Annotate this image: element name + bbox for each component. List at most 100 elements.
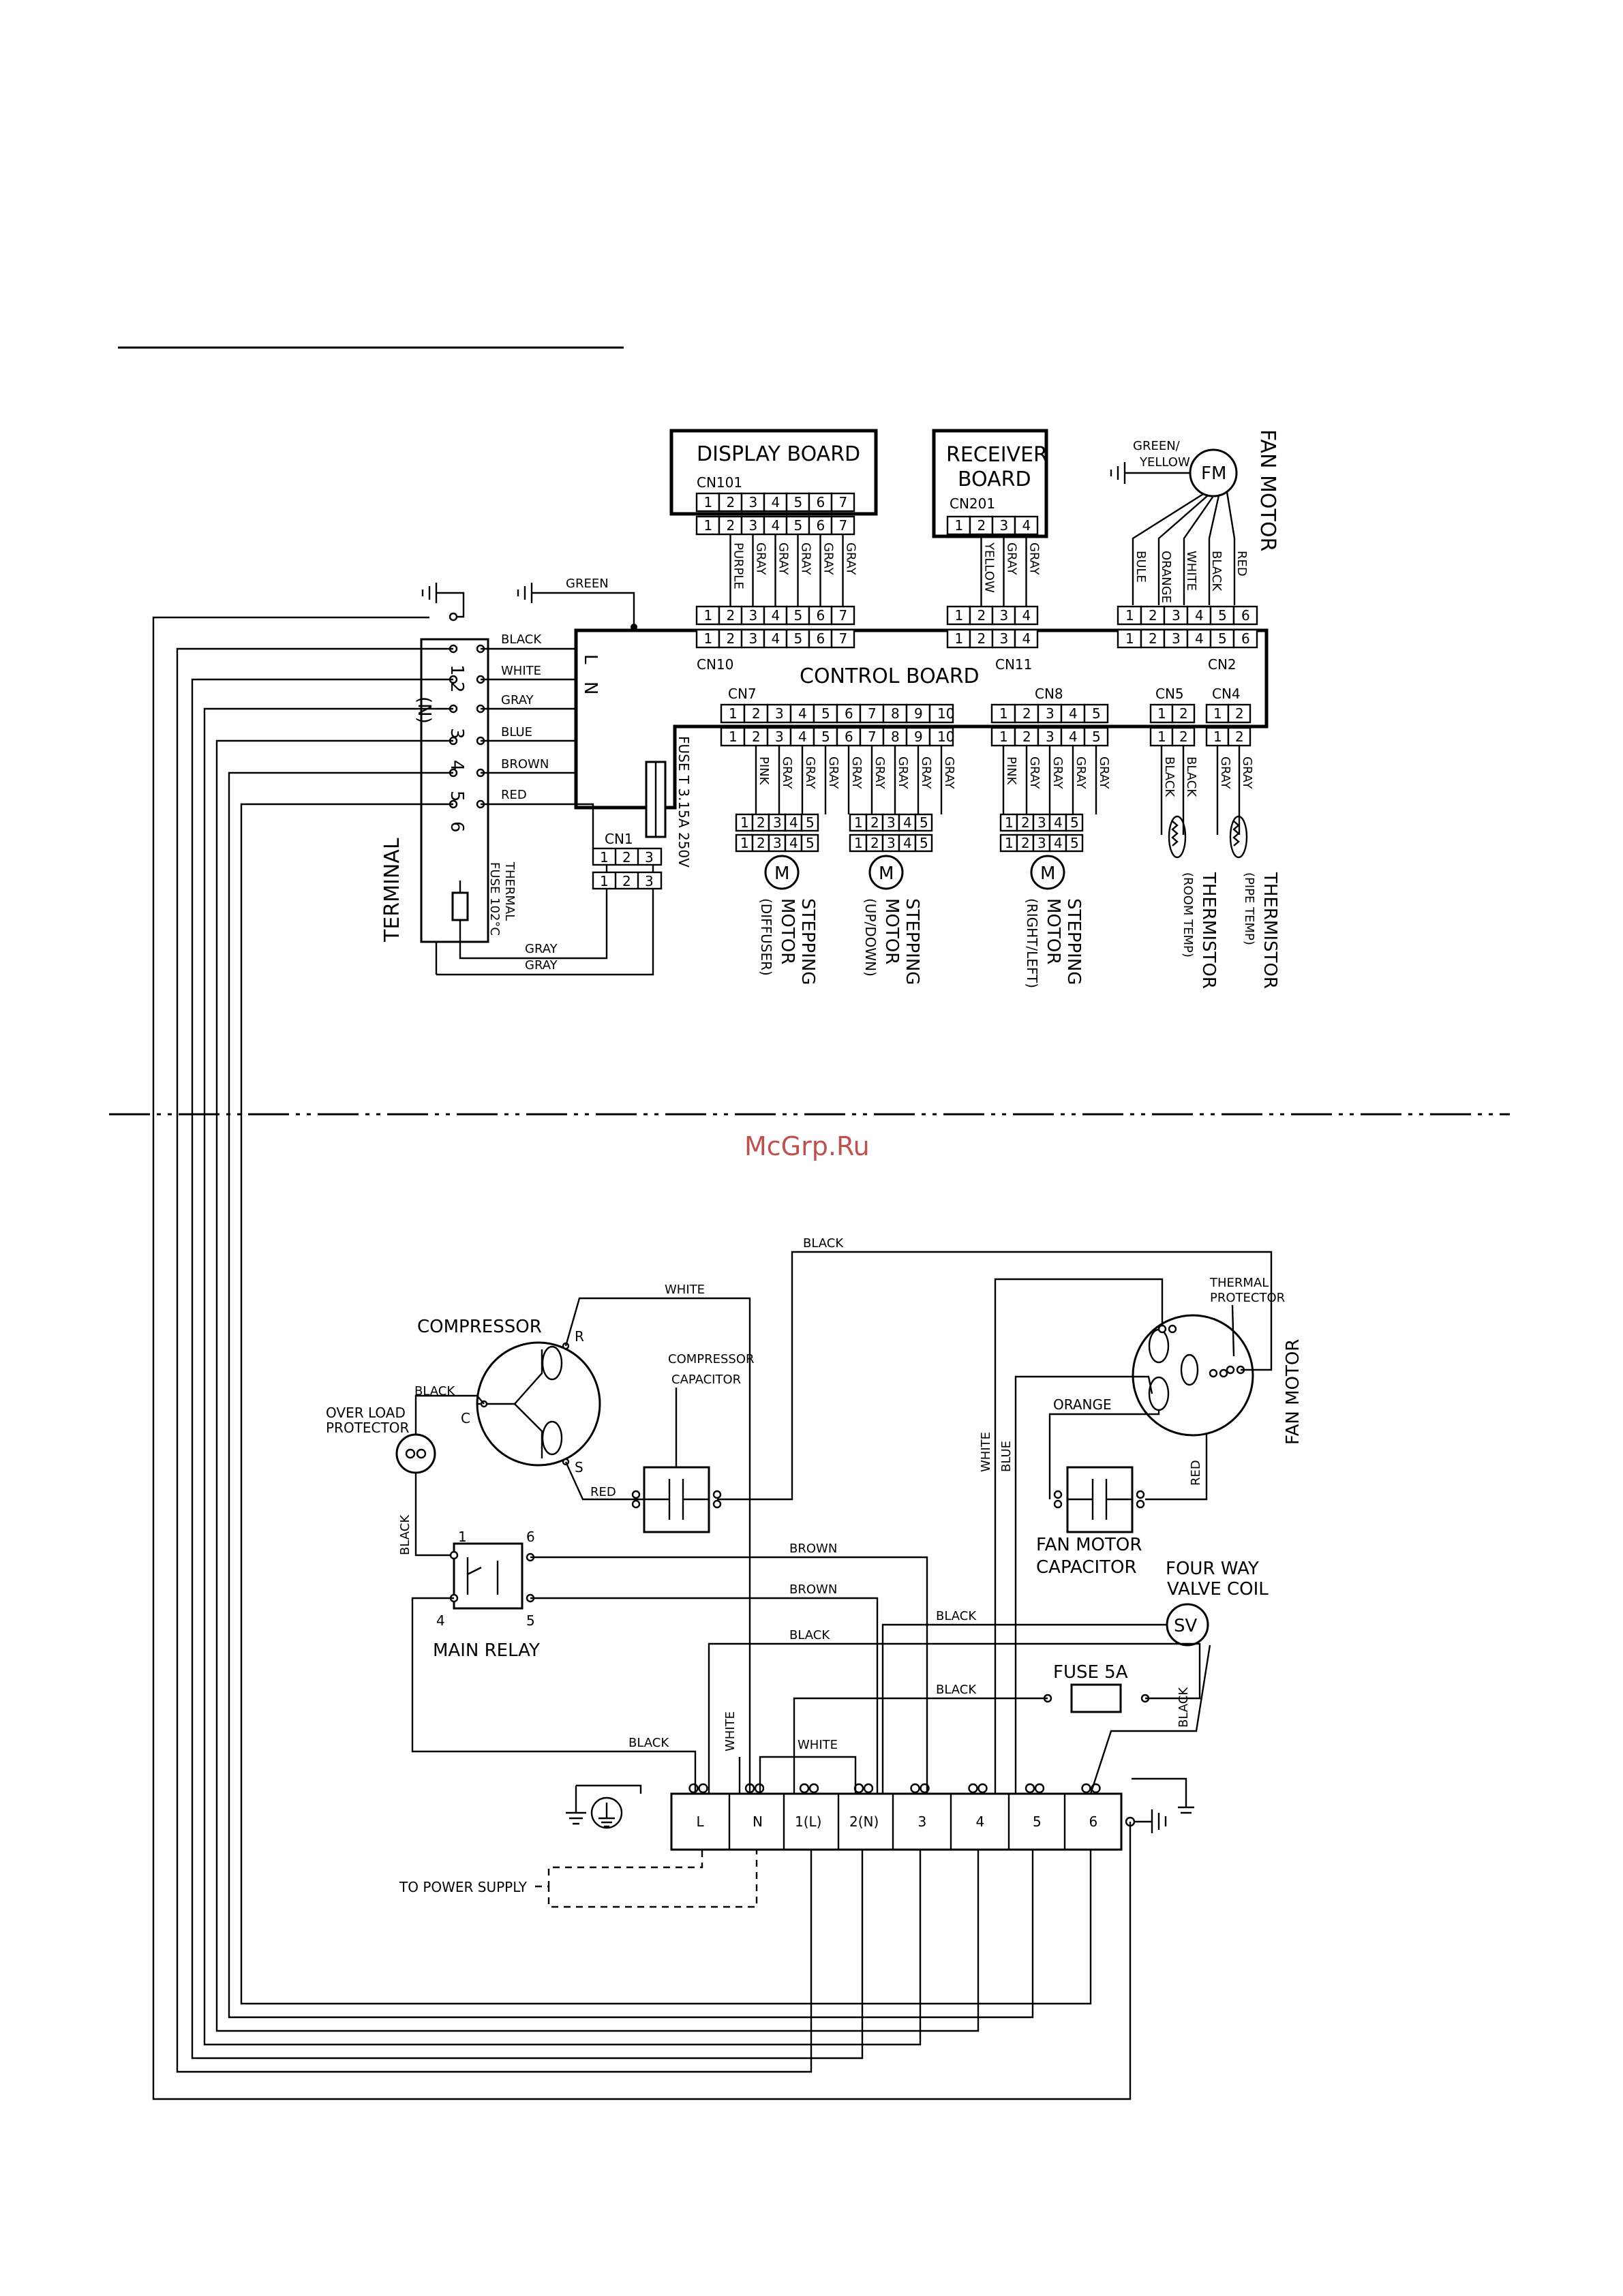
- pin-number: 2: [977, 607, 986, 624]
- pin-number: 9: [914, 705, 923, 722]
- terminal-pin: 4: [446, 760, 467, 771]
- wire-color-label: GRAY: [1005, 542, 1019, 576]
- overload-protector: OVER LOAD PROTECTOR BLACK BLACK: [326, 1384, 485, 1557]
- stepping-motor-label: STEPPING: [902, 898, 922, 985]
- stepping-motor-label: MOTOR: [881, 898, 902, 964]
- pin-number: 4: [1022, 630, 1031, 647]
- svg-text:5: 5: [806, 814, 815, 831]
- wire-color-label: GRAY: [844, 542, 858, 576]
- fan-motor-capacitor: FAN MOTOR CAPACITOR ORANGE RED: [1036, 1396, 1208, 1578]
- pin-number: 5: [1092, 729, 1101, 745]
- pin-number: 1: [1157, 729, 1166, 745]
- indoor-fan-motor: FM FAN MOTOR GREEN/ YELLOW: [1110, 429, 1279, 605]
- pin-number: 9: [914, 729, 923, 745]
- svg-text:4: 4: [789, 814, 798, 831]
- svg-text:1: 1: [1005, 835, 1014, 851]
- cn1-label: CN1: [605, 831, 633, 847]
- pin-number: 1: [1125, 630, 1134, 647]
- cn201-label: CN201: [950, 495, 995, 512]
- pin-number: 8: [891, 729, 900, 745]
- watermark: McGrp.Ru: [744, 1131, 870, 1161]
- stepping-motor-label: (UP/DOWN): [862, 898, 879, 977]
- svg-text:3: 3: [1037, 835, 1046, 851]
- wire-color-label: GRAY: [1027, 756, 1042, 790]
- pin-number: 3: [749, 607, 758, 624]
- svg-text:2: 2: [757, 814, 765, 831]
- valve-label-1: FOUR WAY: [1166, 1559, 1259, 1579]
- outdoor-terminal-pin: 4: [976, 1813, 985, 1830]
- power-supply: TO POWER SUPPLY: [399, 1850, 758, 1908]
- wire-color-label: GRAY: [826, 756, 840, 790]
- pin-number: 5: [1218, 630, 1227, 647]
- pin-number: 7: [868, 705, 877, 722]
- svg-text:1: 1: [1005, 814, 1014, 831]
- outdoor-terminal-pin: 2(N): [849, 1813, 879, 1830]
- compressor: COMPRESSOR R C S: [417, 1317, 601, 1475]
- wire-color-label: GRAY: [1240, 756, 1254, 790]
- thermal-fuse-label-1: THERMAL: [502, 861, 517, 921]
- pin-number: 7: [839, 517, 848, 534]
- wire-color-label: ORANGE: [1159, 551, 1173, 603]
- wire-color-label: GRAY: [896, 756, 910, 790]
- pin-number: 1: [1125, 607, 1134, 624]
- pin-number: 3: [775, 729, 784, 745]
- motor-symbol: M: [774, 863, 789, 884]
- stepping-motor-label: (RIGHT/LEFT): [1024, 898, 1040, 988]
- valve-label-2: VALVE COIL: [1167, 1579, 1269, 1599]
- pin-number: 4: [1195, 607, 1204, 624]
- stepping-motor-label: MOTOR: [1043, 898, 1063, 964]
- outdoor-terminal-pin: 1(L): [795, 1813, 821, 1830]
- wire-color-label: BLACK: [1184, 756, 1198, 797]
- ln-n-label: N: [580, 682, 601, 694]
- pin-number: 3: [1000, 630, 1009, 647]
- wire-color-label: GRAY: [1218, 756, 1232, 790]
- pin-number: 6: [817, 517, 825, 534]
- cn10-label: CN10: [697, 656, 733, 673]
- svg-text:4: 4: [903, 814, 912, 831]
- red-cap-label: RED: [590, 1485, 616, 1499]
- pin-number: 10: [937, 705, 954, 722]
- pin-number: 7: [839, 607, 848, 624]
- pin-number: 2: [1022, 729, 1031, 745]
- pin-number: 2: [1235, 729, 1244, 745]
- pin-number: 2: [1235, 705, 1244, 722]
- fan-thermal-label-2: PROTECTOR: [1210, 1291, 1285, 1305]
- fm-ground-label-2: YELLOW: [1139, 455, 1190, 470]
- svg-text:3: 3: [773, 814, 782, 831]
- relay-pin-5: 5: [526, 1612, 535, 1629]
- terminal-wire-label: GRAY: [501, 693, 534, 707]
- relay-pin-1: 1: [458, 1529, 467, 1545]
- svg-text:3: 3: [887, 814, 896, 831]
- pin-number: 2: [977, 630, 986, 647]
- svg-text:2: 2: [870, 814, 879, 831]
- terminal-pin: (N): [414, 697, 434, 724]
- pin-number: 5: [1092, 705, 1101, 722]
- cn4-label: CN4: [1212, 686, 1241, 702]
- pin-number: 1: [955, 517, 964, 534]
- wire-color-label: GRAY: [754, 542, 768, 576]
- pin-number: 3: [1172, 630, 1181, 647]
- wire-color-label: BULE: [1134, 551, 1148, 583]
- terminal-pin: 3: [446, 728, 467, 739]
- pin-number: 4: [798, 705, 807, 722]
- motor-symbol: M: [1040, 863, 1055, 884]
- main-relay: 1 4 5 6 MAIN RELAY: [433, 1529, 540, 1661]
- ln-l-label: L: [580, 654, 601, 664]
- indoor-terminal: TERMINAL THERMAL FUSE 102°C GRAY GRAY: [380, 638, 654, 976]
- display-board-title: DISPLAY BOARD: [697, 442, 860, 466]
- outdoor-fan-motor: FAN MOTOR THERMAL PROTECTOR: [1132, 1276, 1303, 1445]
- wire-color-label: GRAY: [1027, 542, 1042, 576]
- pin-number: 4: [1069, 729, 1078, 745]
- outdoor-wiring: WHITE BLACK BROWN BROWN BLACK BLACK BLAC…: [411, 1236, 1273, 1794]
- pin-number: 2: [1149, 630, 1157, 647]
- svg-text:2: 2: [622, 873, 631, 889]
- pin-number: 1: [704, 630, 713, 647]
